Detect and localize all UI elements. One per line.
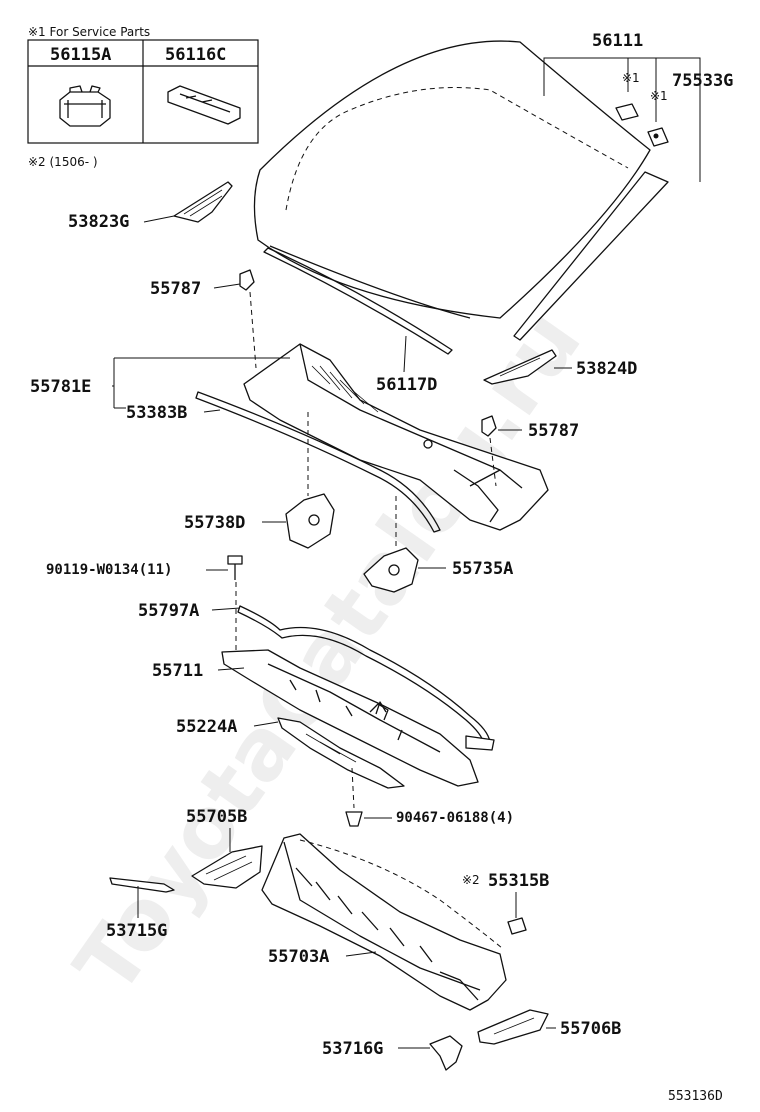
clip-55787-upper[interactable] xyxy=(239,269,255,291)
part-label-56111[interactable]: 56111 xyxy=(592,31,643,51)
clip-56116C-drawing xyxy=(167,85,241,125)
part-label-53823G[interactable]: 53823G xyxy=(68,212,129,232)
bracket-55738D[interactable] xyxy=(285,493,335,549)
seal-53383B[interactable] xyxy=(195,391,441,533)
part-label-56117D[interactable]: 56117D xyxy=(376,375,437,395)
cowl-panel-55711[interactable] xyxy=(221,649,479,787)
legend-title: ※1 For Service Parts xyxy=(28,25,150,39)
clip-75533G-a[interactable] xyxy=(615,103,639,121)
part-label-55781E[interactable]: 55781E xyxy=(30,377,91,397)
lower-molding-56117D[interactable] xyxy=(263,247,453,355)
legend-part-56116C[interactable]: 56116C xyxy=(165,45,226,65)
clip-90467-06188[interactable] xyxy=(345,811,363,827)
service-marker-1b: ※1 xyxy=(650,89,668,103)
bracket-55735A[interactable] xyxy=(363,547,419,593)
cowl-side-seal-53823G[interactable] xyxy=(173,181,233,223)
seal-53716G[interactable] xyxy=(429,1035,463,1071)
part-label-53715G[interactable]: 53715G xyxy=(106,921,167,941)
cowl-side-seal-53824D[interactable] xyxy=(483,349,557,385)
legend-note-2: ※2 (1506- ) xyxy=(28,155,98,169)
bracket-55706B[interactable] xyxy=(477,1009,549,1045)
part-label-53716G[interactable]: 53716G xyxy=(322,1039,383,1059)
part-label-90467-06188[interactable]: 90467-06188(4) xyxy=(396,810,514,826)
part-label-55711[interactable]: 55711 xyxy=(152,661,203,681)
panel-55224A[interactable] xyxy=(277,717,405,789)
part-label-55787-lower[interactable]: 55787 xyxy=(528,421,579,441)
part-label-55703A[interactable]: 55703A xyxy=(268,947,329,967)
diagram-code: 553136D xyxy=(668,1089,723,1104)
part-label-75533G[interactable]: 75533G xyxy=(672,71,733,91)
seal-53715G[interactable] xyxy=(109,877,175,893)
cowl-panel-55703A[interactable] xyxy=(261,833,507,1011)
service-parts-legend: ※1 For Service Parts 56115A 56116C ※2 (1… xyxy=(27,25,259,169)
legend-part-56115A[interactable]: 56115A xyxy=(50,45,111,65)
part-label-53824D[interactable]: 53824D xyxy=(576,359,637,379)
part-label-90119-W0134[interactable]: 90119-W0134(11) xyxy=(46,562,172,578)
part-label-53383B[interactable]: 53383B xyxy=(126,403,187,423)
side-molding-right[interactable] xyxy=(513,171,669,341)
cowl-louver-55781E[interactable] xyxy=(243,343,549,531)
bracket-55705B[interactable] xyxy=(191,845,263,889)
pad-55315B[interactable] xyxy=(507,917,527,935)
service-marker-1a: ※1 xyxy=(622,71,640,85)
part-label-55705B[interactable]: 55705B xyxy=(186,807,247,827)
part-label-55706B[interactable]: 55706B xyxy=(560,1019,621,1039)
clip-56115A-drawing xyxy=(59,85,111,127)
clip-55787-lower[interactable] xyxy=(481,415,497,437)
windshield-glass[interactable] xyxy=(253,40,651,319)
clip-75533G-b[interactable] xyxy=(647,127,669,147)
part-label-55224A[interactable]: 55224A xyxy=(176,717,237,737)
part-label-55738D[interactable]: 55738D xyxy=(184,513,245,533)
part-label-55735A[interactable]: 55735A xyxy=(452,559,513,579)
part-label-55315B[interactable]: 55315B xyxy=(488,871,549,891)
part-label-55787-upper[interactable]: 55787 xyxy=(150,279,201,299)
bolt-90119-W0134[interactable] xyxy=(227,555,243,580)
part-label-55797A[interactable]: 55797A xyxy=(138,601,199,621)
service-marker-2: ※2 xyxy=(462,873,480,887)
